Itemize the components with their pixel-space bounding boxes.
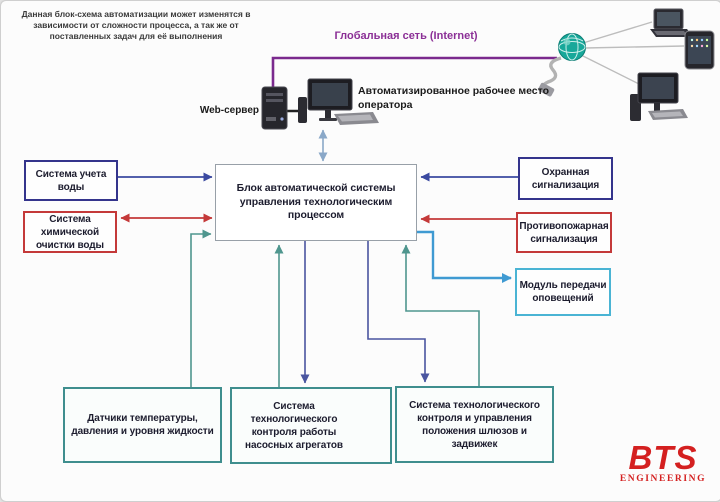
bts-logo-sub: ENGINEERING (619, 474, 707, 484)
operator-workstation-icon (298, 78, 379, 125)
workstation-label: Автоматизированное рабочее место операто… (358, 85, 550, 111)
plc-module-link (417, 230, 512, 283)
tablet-icon (684, 30, 715, 70)
box-sensors: Датчики температуры, давления и уровня ж… (63, 387, 222, 463)
bts-logo: BTS ENGINEERING (611, 441, 715, 484)
web-server-tower-icon (261, 86, 288, 130)
plc-main-block: Блок автоматической системы управления т… (215, 164, 417, 241)
laptop-icon (650, 8, 693, 37)
web-server-label: Web-сервер (199, 105, 259, 116)
box-notification-module: Модуль передачи оповещений (515, 268, 611, 316)
box-pump-control: Система технологического контроля работы… (230, 387, 392, 464)
box-chemical-treatment: Система химической очистки воды (23, 211, 117, 253)
sensors-plc-link (190, 229, 212, 387)
gate-plc-up-link (401, 244, 480, 386)
box-security-alarm: Охранная сигнализация (518, 157, 613, 200)
internet-label: Глобальная сеть (Internet) (334, 30, 478, 42)
box-water-metering: Система учета воды (24, 160, 118, 201)
bts-logo-brand: BTS (628, 439, 698, 476)
desktop-computer-icon (630, 72, 688, 121)
internet-globe-icon (538, 33, 586, 97)
box-fire-alarm: Противопожарная сигнализация (516, 212, 612, 253)
plc-gate-down-link (367, 241, 430, 383)
disclaimer-note: Данная блок-схема автоматизации может из… (21, 9, 251, 42)
internet-line (271, 56, 557, 89)
box-gate-control: Система технологического контроля и упра… (395, 386, 554, 463)
globe-links (580, 21, 685, 86)
